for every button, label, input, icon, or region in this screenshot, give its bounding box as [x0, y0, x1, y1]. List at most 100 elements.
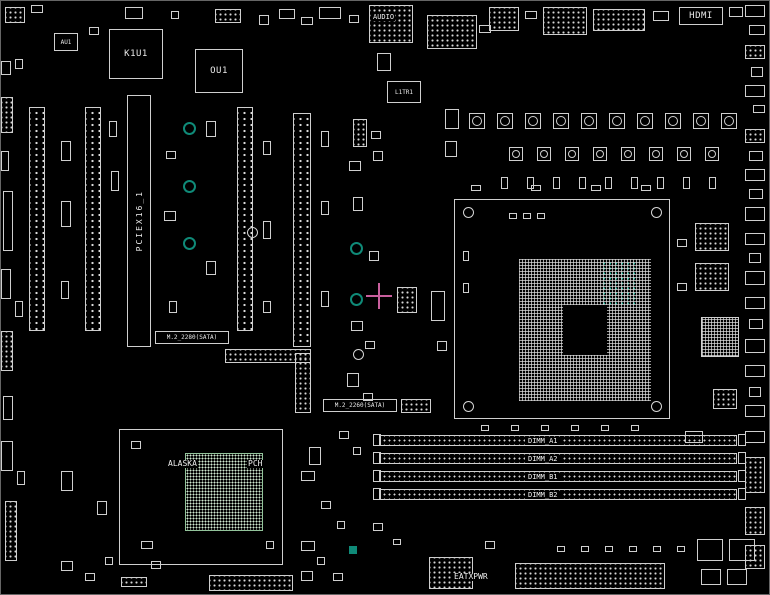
mounting-hole — [183, 122, 196, 135]
component-outline — [89, 27, 99, 35]
component-outline — [605, 177, 612, 189]
component-outline — [266, 541, 274, 549]
component-outline — [301, 471, 315, 481]
l1tr1-label: L1TR1 — [394, 88, 414, 96]
component-outline — [683, 177, 690, 189]
component-outline — [353, 447, 361, 455]
component-outline — [745, 545, 765, 569]
dimm-slot: DIMM_A2 — [379, 453, 737, 464]
component-outline — [259, 15, 269, 25]
component-outline — [17, 471, 25, 485]
component-outline — [631, 177, 638, 189]
m2-lower-connector — [401, 399, 431, 413]
component-outline — [677, 283, 687, 291]
component-outline — [373, 523, 383, 531]
component-outline — [631, 425, 639, 431]
mounting-hole — [183, 237, 196, 250]
inductor-icon — [637, 113, 653, 129]
m2-upper-connector — [225, 349, 311, 363]
mounting-hole — [350, 293, 363, 306]
component-outline — [463, 251, 469, 261]
component-outline — [445, 109, 459, 129]
component-outline — [309, 447, 321, 465]
component-outline — [738, 452, 746, 464]
mounting-hole — [183, 180, 196, 193]
component-outline — [527, 177, 534, 189]
crosshair-icon — [378, 283, 380, 309]
component-outline — [319, 7, 341, 19]
connector-ou1: OU1 — [195, 49, 243, 93]
component-outline — [369, 251, 379, 261]
inductor-icon — [721, 113, 737, 129]
component-outline — [445, 141, 457, 157]
component-outline — [511, 425, 519, 431]
component-outline — [697, 539, 723, 561]
component-outline — [501, 177, 508, 189]
component-outline — [745, 507, 765, 535]
component-outline — [745, 457, 765, 493]
component-outline — [745, 431, 765, 443]
component-outline — [105, 557, 113, 565]
component-outline — [745, 45, 765, 59]
component-outline — [751, 67, 763, 77]
component-outline — [61, 561, 73, 571]
connector-au1: AU1 — [54, 33, 78, 51]
au1-label: AU1 — [60, 38, 72, 46]
inductor-icon — [537, 147, 551, 161]
component-outline — [5, 7, 25, 23]
component-outline — [1, 441, 13, 471]
component-outline — [1, 61, 11, 75]
component-outline — [745, 169, 765, 181]
ou1-label: OU1 — [210, 66, 228, 76]
component-outline — [301, 541, 315, 551]
inductor-icon — [469, 113, 485, 129]
component-outline — [339, 431, 349, 439]
component-outline — [1, 151, 9, 171]
component-outline — [481, 425, 489, 431]
inductor-icon — [497, 113, 513, 129]
component-outline — [263, 141, 271, 155]
component-outline — [753, 105, 765, 113]
component-outline — [151, 561, 161, 569]
component-outline — [653, 546, 661, 552]
component-outline — [749, 319, 763, 329]
dimm-slot: DIMM_A1 — [379, 435, 737, 446]
component-outline — [209, 575, 293, 591]
socket-corner-hole — [463, 207, 474, 218]
component-outline — [321, 501, 331, 509]
component-outline — [537, 213, 545, 219]
component-outline — [471, 185, 481, 191]
component-outline — [371, 131, 381, 139]
component-outline — [745, 85, 765, 97]
m2-upper-label: M.2_2280(SATA) — [166, 334, 218, 341]
component-outline — [745, 405, 765, 417]
component-outline — [749, 253, 761, 263]
component-outline — [85, 573, 95, 581]
pch-brand-label: ALASKA — [167, 459, 198, 468]
component-outline — [709, 177, 716, 189]
component-outline — [333, 573, 343, 581]
component-outline — [677, 239, 687, 247]
component-outline — [729, 7, 743, 17]
component-outline — [1, 331, 13, 371]
component-outline — [97, 501, 107, 515]
component-outline — [749, 189, 763, 199]
component-outline — [317, 557, 325, 565]
component-outline — [745, 297, 765, 309]
component-outline — [3, 191, 13, 251]
component-outline — [164, 211, 176, 221]
m2-lower-silkscreen: M.2_2260(SATA) — [323, 399, 397, 412]
m2-upper-silkscreen: M.2_2280(SATA) — [155, 331, 229, 344]
inductor-icon — [509, 147, 523, 161]
pci-slot — [237, 107, 253, 331]
component-outline — [1, 97, 13, 133]
component-outline — [131, 441, 141, 449]
dimm-label: DIMM_B1 — [525, 474, 561, 481]
pciex16-label: PCIEX16_1 — [134, 190, 144, 252]
test-pad — [349, 546, 357, 554]
component-outline — [349, 15, 359, 23]
inductor-icon — [665, 113, 681, 129]
dimm-label: DIMM_B2 — [525, 492, 561, 499]
